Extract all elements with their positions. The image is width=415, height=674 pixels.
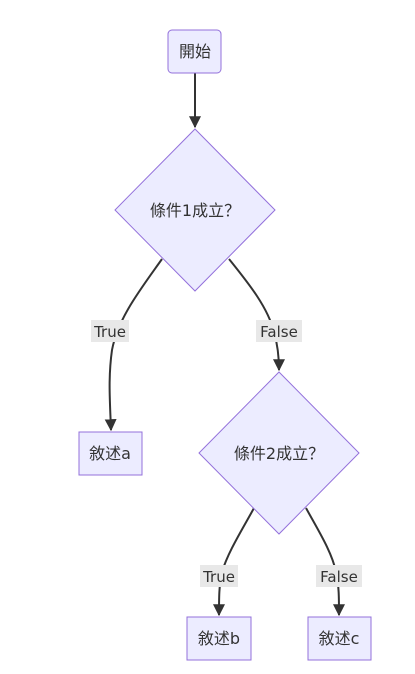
node-start: 開始	[167, 29, 222, 74]
svg-text:敘述b: 敘述b	[198, 629, 240, 648]
edge-label-cond2-true: True	[200, 565, 238, 587]
svg-text:開始: 開始	[179, 42, 211, 61]
edge-label-cond1-true: True	[91, 320, 129, 342]
svg-text:敘述c: 敘述c	[319, 629, 360, 648]
svg-text:條件1成立？: 條件1成立？	[150, 201, 240, 220]
edge-cond2-to-stmt-b	[213, 507, 255, 617]
svg-text:False: False	[260, 323, 298, 341]
svg-text:條件2成立？: 條件2成立？	[234, 444, 324, 463]
node-condition-2: 條件2成立？	[198, 371, 360, 535]
node-statement-a: 敘述a	[78, 431, 143, 476]
svg-text:False: False	[320, 568, 358, 586]
svg-text:敘述a: 敘述a	[89, 444, 131, 463]
edge-label-cond1-false: False	[256, 320, 302, 342]
edge-cond1-to-cond2	[228, 258, 285, 372]
svg-text:True: True	[93, 323, 126, 341]
node-statement-b: 敘述b	[186, 616, 252, 661]
edge-label-cond2-false: False	[316, 565, 362, 587]
edge-cond2-to-stmt-c	[305, 507, 345, 617]
edge-cond1-to-stmt-a	[104, 258, 163, 432]
node-condition-1: 條件1成立？	[114, 128, 276, 292]
svg-text:True: True	[202, 568, 235, 586]
node-statement-c: 敘述c	[307, 616, 372, 661]
